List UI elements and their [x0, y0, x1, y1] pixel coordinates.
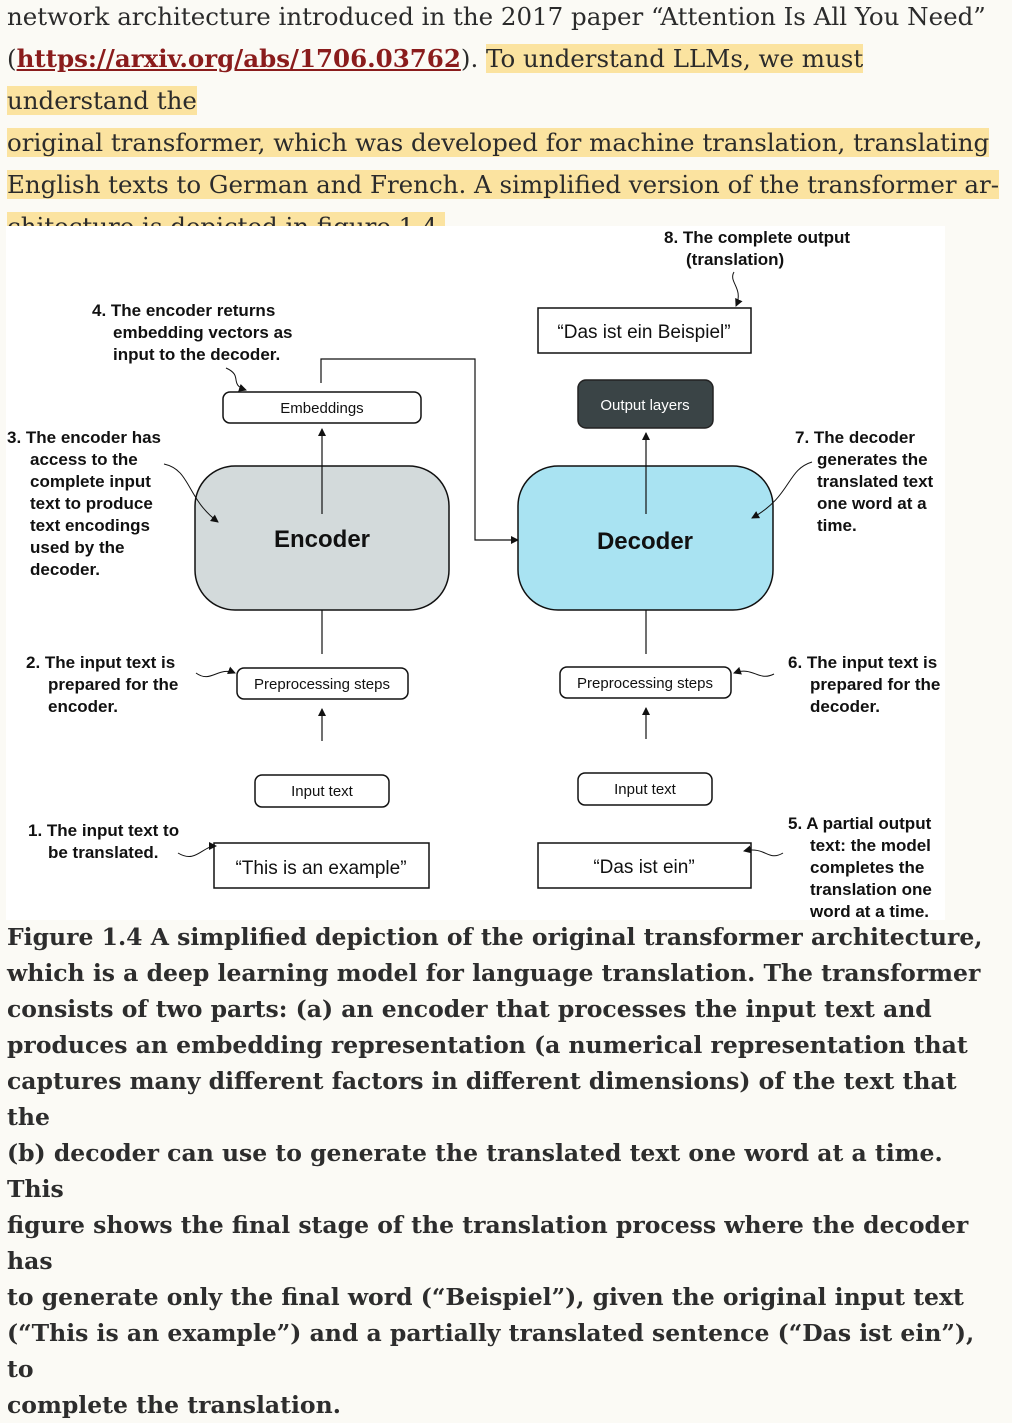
callout-arrow-2	[195, 666, 236, 678]
caption-line-8: to generate only the final word (“Beispi…	[7, 1283, 964, 1311]
decoder-preprocessing-label: Preprocessing steps	[577, 675, 713, 692]
encoder-input-text-box	[254, 774, 390, 808]
caption-line-6: (b) decoder can use to generate the tran…	[7, 1139, 943, 1203]
decoder-input-text-label: Input text	[614, 781, 677, 798]
partial-output-label: “Das ist ein”	[593, 857, 694, 878]
decoder-input-text-box	[577, 772, 713, 806]
caption-line-3: consists of two parts: (a) an encoder th…	[7, 995, 932, 1023]
caption-line-7: figure shows the final stage of the tran…	[7, 1211, 969, 1275]
annotation-8: 8. The complete output (translation)	[664, 228, 855, 269]
caption-line-10: complete the translation.	[7, 1391, 341, 1419]
output-layers-label: Output layers	[600, 397, 689, 414]
caption-line-1: Figure 1.4 A simplified depiction of the…	[7, 923, 983, 951]
example-input-box	[213, 842, 430, 889]
caption-line-2: which is a deep learning model for langu…	[7, 959, 981, 987]
close-paren: ).	[460, 44, 487, 73]
annotation-7: 7. The decoder generates the translated …	[795, 428, 938, 535]
paragraph-line-1: network architecture introduced in the 2…	[7, 2, 986, 31]
caption-line-4: produces an embedding representation (a …	[7, 1031, 968, 1059]
encoder-input-text-label: Input text	[291, 783, 354, 800]
callout-arrow-7	[751, 461, 813, 519]
decoder-preprocessing-box	[559, 666, 732, 699]
caption-line-5: captures many different factors in diffe…	[7, 1067, 957, 1131]
encoder-block-label: Encoder	[274, 526, 370, 553]
output-layers-box	[577, 379, 714, 429]
highlight-line-2: original transformer, which was develope…	[7, 128, 990, 157]
embeddings-label: Embeddings	[280, 400, 363, 417]
transformer-diagram: “This is an example” Input text Preproce…	[7, 228, 945, 920]
complete-output-label: “Das ist ein Beispiel”	[557, 322, 730, 343]
open-paren: (	[7, 44, 17, 73]
annotation-5: 5. A partial output text: the model comp…	[788, 814, 937, 920]
decoder-block-label: Decoder	[597, 528, 693, 555]
callout-arrow-1	[177, 842, 217, 858]
annotation-1: 1. The input text to be translated.	[28, 821, 184, 862]
figure-caption: Figure 1.4 A simplified depiction of the…	[7, 919, 997, 1423]
example-input-label: “This is an example”	[235, 858, 406, 879]
annotation-2: 2. The input text is prepared for the en…	[26, 653, 183, 716]
highlight-line-3: English texts to German and French. A si…	[7, 170, 999, 199]
annotation-6: 6. The input text is prepared for the de…	[788, 653, 945, 716]
complete-output-box	[537, 307, 752, 354]
partial-output-box	[537, 842, 752, 889]
caption-line-9: (“This is an example”) and a partially t…	[7, 1319, 975, 1383]
annotation-3: 3. The encoder has access to the complet…	[7, 428, 166, 579]
annotation-4: 4. The encoder returns embedding vectors…	[92, 301, 297, 364]
encoder-preprocessing-label: Preprocessing steps	[254, 676, 390, 693]
callout-arrow-4	[225, 367, 247, 392]
arxiv-link[interactable]: https://arxiv.org/abs/1706.03762	[16, 44, 461, 73]
callout-arrow-5	[743, 845, 784, 857]
callout-arrow-8	[732, 271, 743, 307]
callout-arrow-3	[163, 463, 219, 523]
embeddings-box	[222, 391, 422, 424]
encoder-preprocessing-box	[236, 667, 409, 700]
transformer-figure: “This is an example” Input text Preproce…	[6, 226, 945, 920]
callout-arrow-6	[733, 666, 775, 677]
encoder-to-decoder-connector	[320, 358, 519, 544]
intro-paragraph: network architecture introduced in the 2…	[7, 0, 1007, 248]
